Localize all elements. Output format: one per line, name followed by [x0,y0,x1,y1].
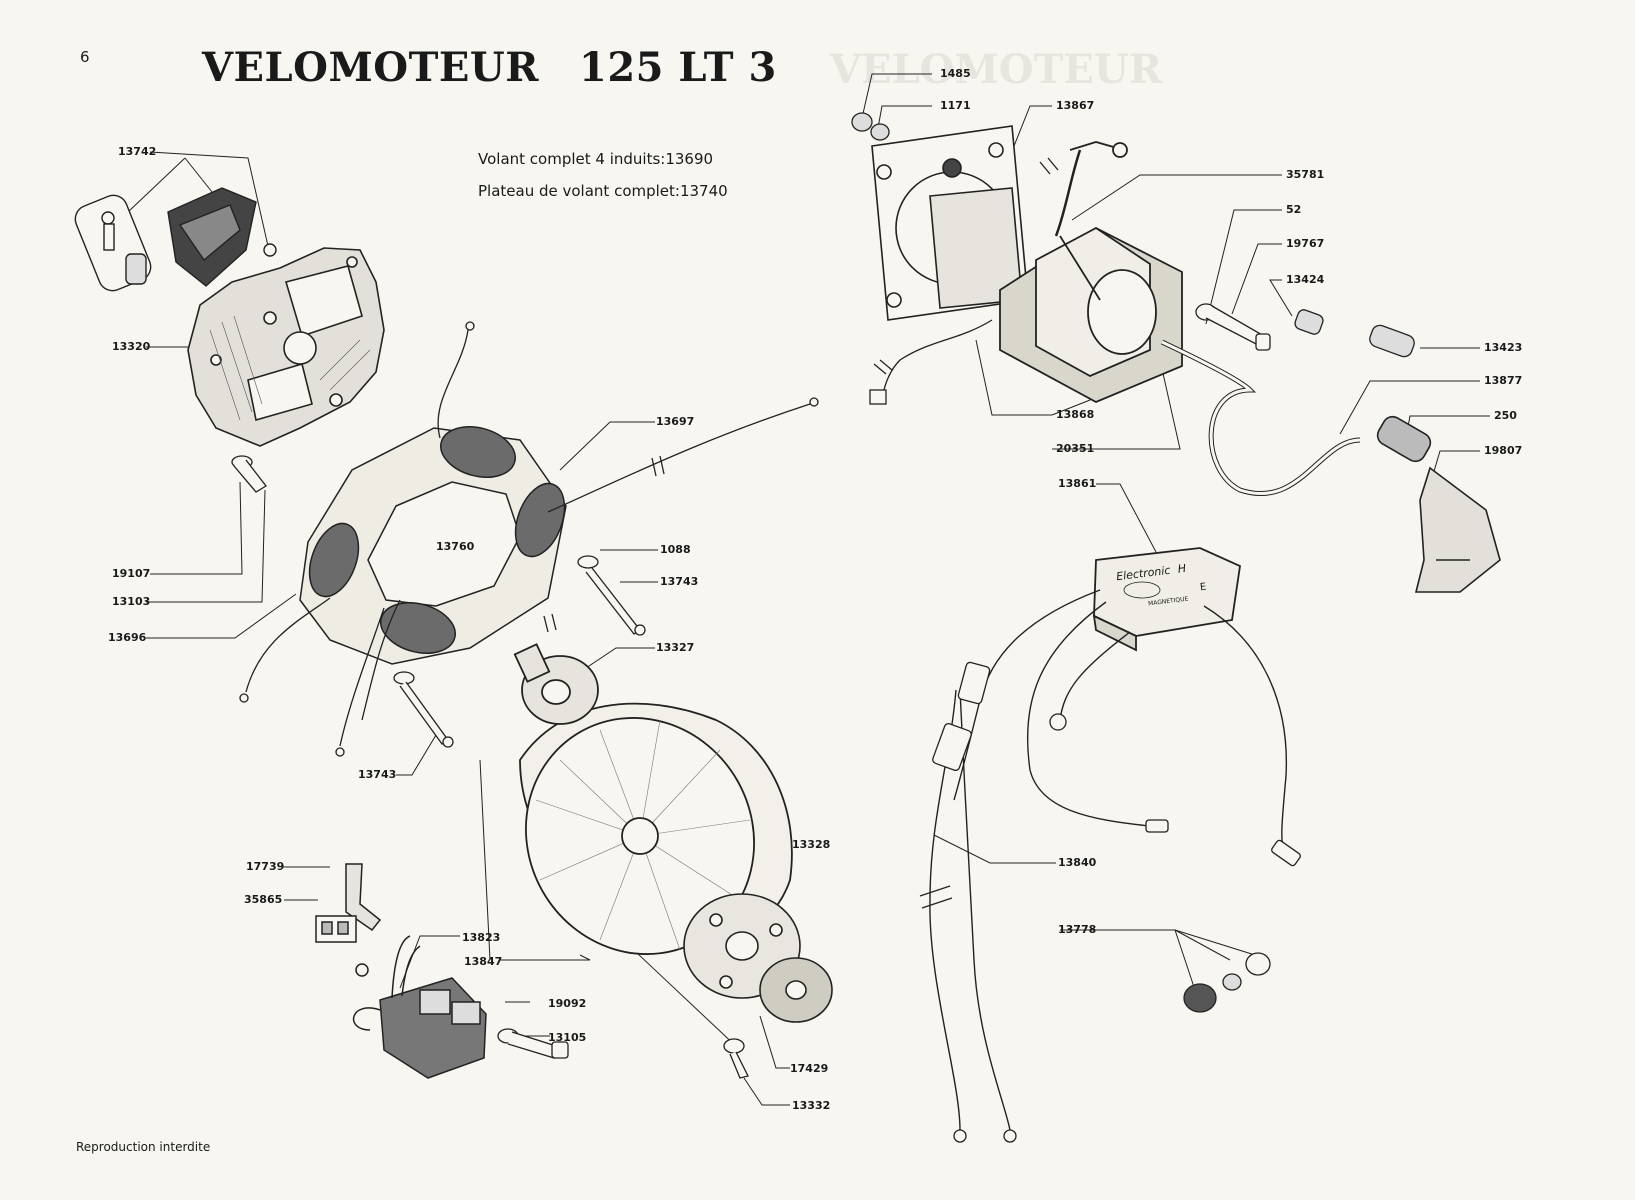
screw-19107 [231,455,267,493]
label-35865: 35865 [244,893,283,906]
sleeve-13423 [1369,324,1415,358]
label-13424: 13424 [1286,273,1325,286]
label-13103: 13103 [112,595,151,608]
stator-coils-13760 [299,426,567,665]
label-13743-lower: 13743 [358,768,397,781]
label-19107: 19107 [112,567,151,580]
label-17739: 17739 [246,860,285,873]
label-13847: 13847 [464,955,503,968]
info-plate-complete: Plateau de volant complet:13740 [478,182,728,200]
label-17429: 17429 [790,1062,829,1075]
label-13867: 13867 [1056,99,1095,112]
cdi-box-label-h: H [1176,561,1187,576]
breaks [543,157,1059,909]
title-main: VELOMOTEUR [202,44,539,91]
page-title: VELOMOTEUR 125 LT 3 [202,44,777,91]
label-1171: 1171 [940,99,971,112]
bleed-through-title: VELOMOTEUR [830,46,1162,93]
label-13105: 13105 [548,1031,587,1044]
stator-wires [239,321,819,757]
nut-17429 [759,957,833,1023]
connector-block-13742 [74,187,277,292]
label-13328: 13328 [792,838,831,851]
label-13760: 13760 [436,540,475,553]
stator-plate-13320 [187,247,385,447]
label-19092: 19092 [548,997,587,1010]
label-13861: 13861 [1058,477,1097,490]
label-13868: 13868 [1056,408,1095,421]
cdi-coil-35781 [999,141,1183,403]
title-model: 125 LT 3 [579,44,777,91]
page-number: 6 [80,48,90,66]
label-19767: 19767 [1286,237,1325,250]
screw-1088-13743 [577,555,646,636]
label-250: 250 [1494,409,1517,422]
label-52: 52 [1286,203,1302,216]
cdi-box-label-e: E [1199,581,1207,594]
label-13743-upper: 13743 [660,575,699,588]
screw-13332 [723,1038,749,1079]
label-13840: 13840 [1058,856,1097,869]
label-20351: 20351 [1056,442,1095,455]
label-13823: 13823 [462,931,501,944]
label-13742: 13742 [118,145,157,158]
screw-52 [1195,303,1271,351]
nut-set-13778 [1183,952,1271,1013]
label-13696: 13696 [108,631,147,644]
label-13320: 13320 [112,340,151,353]
cdi-lead-wire [869,319,993,405]
label-1485: 1485 [940,67,971,80]
sleeve-13424 [1294,309,1324,335]
flywheel-13327 [513,643,793,955]
connectors-13840 [932,661,1301,1143]
label-1088: 1088 [660,543,691,556]
gasket-plate-13867 [871,125,1029,321]
label-13332: 13332 [792,1099,831,1112]
label-13778: 13778 [1058,923,1097,936]
label-13327: 13327 [656,641,695,654]
cdi-box-13861 [1092,547,1241,652]
ht-lead-13877 [1160,339,1501,593]
label-13877: 13877 [1484,374,1523,387]
screw-13743-lower [393,671,454,748]
label-13697: 13697 [656,415,695,428]
leader-lines [127,73,1490,1106]
screw-19092-13105 [497,1028,569,1059]
info-flywheel-complete: Volant complet 4 induits:13690 [478,150,714,168]
ignition-coil-13823 [315,863,487,1079]
label-35781: 35781 [1286,168,1325,181]
label-13423: 13423 [1484,341,1523,354]
label-19807: 19807 [1484,444,1523,457]
washers-1485-1171 [851,112,890,141]
footer-note: Reproduction interdite [76,1140,211,1154]
